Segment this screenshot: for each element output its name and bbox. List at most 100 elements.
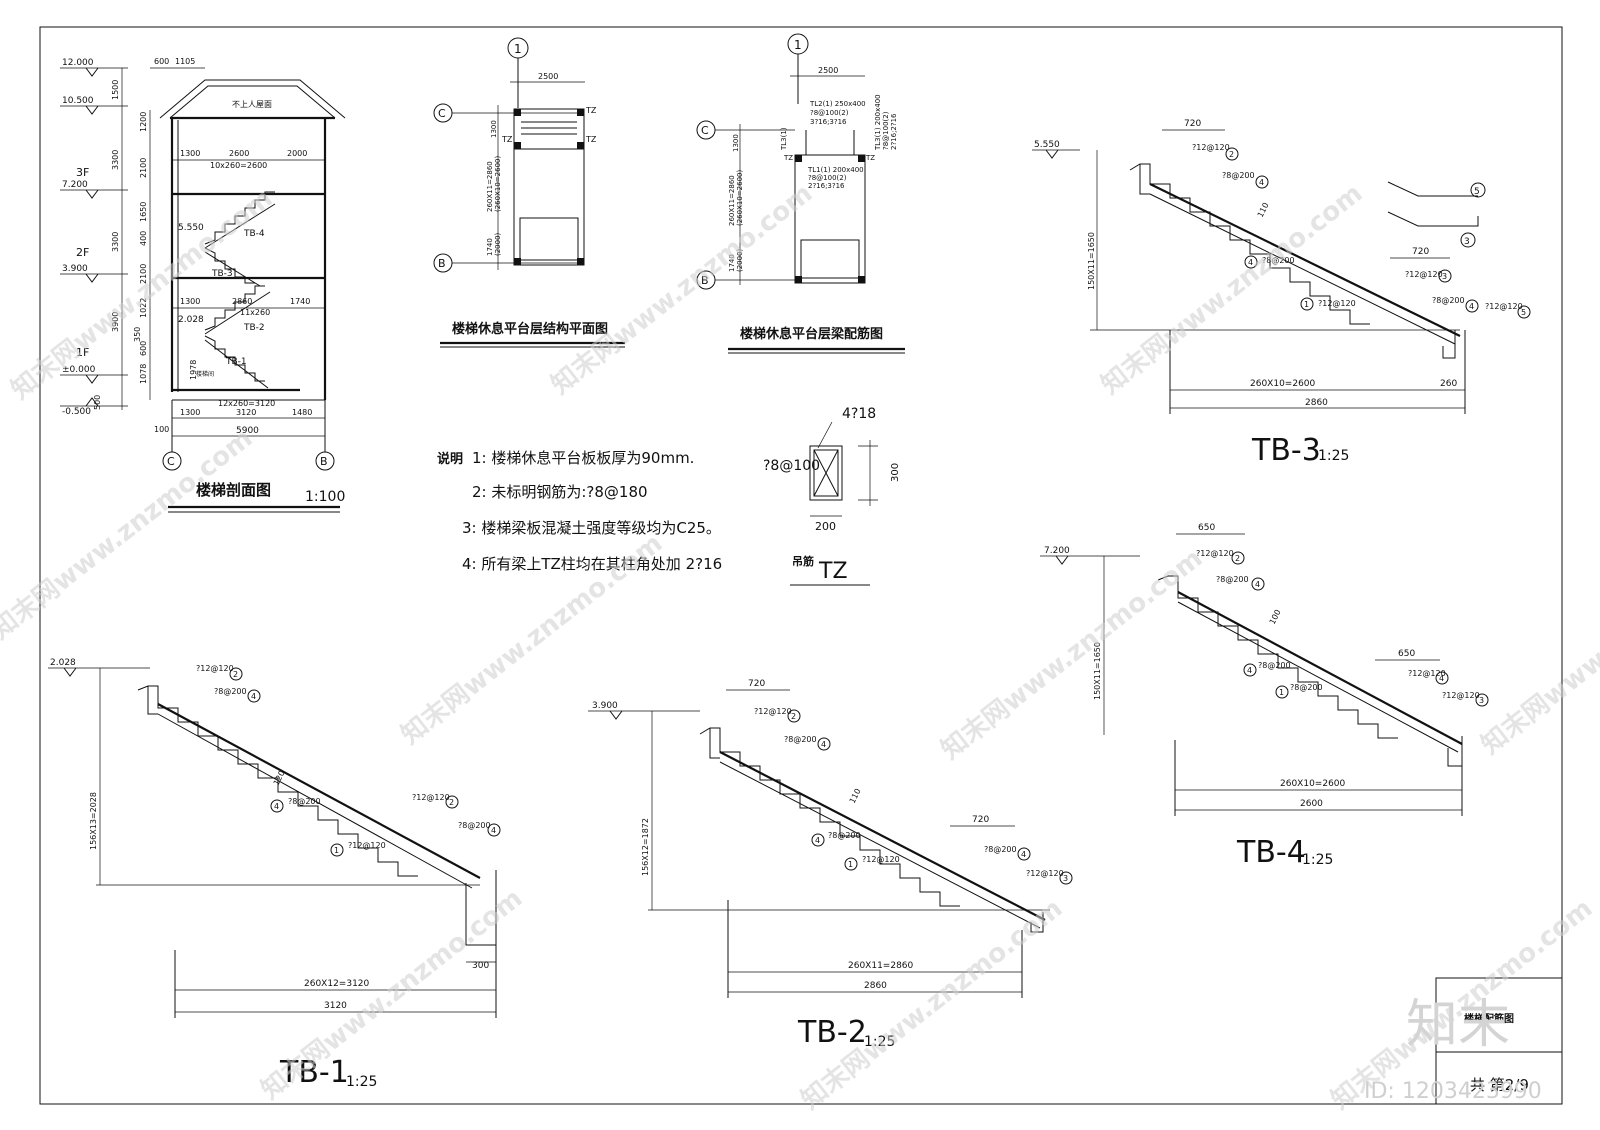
svg-text:3: 3 (1063, 874, 1068, 883)
svg-text:1300: 1300 (180, 149, 200, 158)
tb3-total: 2860 (1305, 398, 1328, 408)
svg-text:?8@200: ?8@200 (1222, 171, 1255, 180)
tb1-total: 3120 (324, 1001, 347, 1011)
inner-dim-1978: 1978 (189, 360, 198, 380)
tb3-top-dim: 720 (1184, 119, 1201, 129)
tb3-level: 5.550 (1034, 140, 1060, 150)
tz-top-rebar: 4?18 (842, 406, 876, 422)
tl2-line1: TL2(1) 250x400 (809, 100, 866, 108)
plan2-axis-b: B (701, 274, 709, 287)
svg-text:(260X10=2600): (260X10=2600) (494, 156, 502, 212)
svg-text:4: 4 (1255, 580, 1260, 589)
floor-1f: 1F (76, 346, 89, 359)
tb3-thick: 110 (1256, 201, 1271, 219)
svg-text:260X11=2860: 260X11=2860 (486, 161, 494, 212)
level-2028: 2.028 (178, 315, 204, 325)
tb2-height: 156X12=1872 (641, 818, 650, 876)
tl3-left: TL3(1) (780, 127, 788, 151)
note-3: 3: 楼梯梁板混凝土强度等级均为C25。 (462, 519, 721, 537)
svg-text:4: 4 (821, 740, 826, 749)
level-5550: 5.550 (178, 223, 204, 233)
svg-text:1300: 1300 (732, 134, 740, 152)
tb4-span: 260X10=2600 (1280, 779, 1346, 789)
svg-text:?12@120: ?12@120 (1442, 691, 1480, 700)
svg-text:3300: 3300 (111, 232, 120, 252)
watermark-6: 知末网www.znzmo.com (936, 543, 1208, 765)
tb2-marks: 2 4 4 1 4 3 (787, 709, 1073, 885)
svg-text:12x260=3120: 12x260=3120 (218, 399, 275, 408)
tb4-thick: 100 (1268, 608, 1283, 626)
note-2: 2: 未标明钢筋为:?8@180 (472, 483, 648, 501)
section-scale: 1:100 (305, 489, 345, 505)
ground-label: 楼梯间 (196, 370, 214, 378)
svg-text:2: 2 (1229, 150, 1234, 159)
tb2-top-dim2: 720 (972, 815, 989, 825)
level-7200: 7.200 (62, 180, 88, 190)
svg-text:2100: 2100 (139, 264, 148, 284)
plan1-axis-c: C (438, 107, 446, 120)
svg-text:1200: 1200 (139, 112, 148, 132)
svg-text:?12@120: ?12@120 (1192, 143, 1230, 152)
svg-text:1500: 1500 (111, 80, 120, 100)
tz-detail: 4?18 ?8@100 300 200 吊筋 TZ (763, 406, 901, 586)
svg-text:2: 2 (1235, 554, 1240, 563)
level-10500: 10.500 (62, 96, 94, 106)
tl3-line1: TL3(1) 200x400 (874, 94, 882, 151)
svg-text:2: 2 (791, 712, 796, 721)
svg-text:2: 2 (449, 798, 454, 807)
svg-text:1300: 1300 (490, 120, 498, 138)
tb2-span: 260X11=2860 (848, 961, 914, 971)
svg-text:4: 4 (1469, 302, 1474, 311)
tb3-extra-3: 3 (1464, 237, 1470, 247)
svg-text:4: 4 (274, 802, 279, 811)
plan1-tz-2: TZ (585, 135, 597, 144)
svg-text:2100: 2100 (139, 158, 148, 178)
plan1-width: 2500 (538, 72, 558, 81)
watermark-brand: 知末 (1406, 995, 1510, 1055)
svg-text:500: 500 (93, 395, 102, 410)
svg-text:?12@120: ?12@120 (1405, 270, 1443, 279)
svg-text:?8@200: ?8@200 (828, 831, 861, 840)
note-4: 4: 所有梁上TZ柱均在其柱角处加 2?16 (462, 555, 722, 573)
svg-text:?8@200: ?8@200 (1262, 256, 1295, 265)
section-levels: 12.000 10.500 3F 7.200 2F 3.900 1F ±0.00… (60, 58, 204, 417)
svg-text:3: 3 (1442, 272, 1447, 281)
plan1-axis-1: 1 (514, 42, 522, 56)
plan1-title: 楼梯休息平台层结构平面图 (452, 321, 608, 337)
tb3-top-dim2: 720 (1412, 247, 1429, 257)
svg-text:?12@120: ?12@120 (754, 707, 792, 716)
plan2-title: 楼梯休息平台层梁配筋图 (740, 326, 883, 342)
floor-2f: 2F (76, 246, 89, 259)
svg-text:4: 4 (1247, 666, 1252, 675)
svg-text:(260X10=2600): (260X10=2600) (736, 170, 744, 226)
svg-text:2: 2 (233, 670, 238, 679)
tb2-thick: 110 (848, 787, 863, 805)
drawing-name: 楼梯配筋图 (1464, 1012, 1514, 1025)
stair-section: 12.000 10.500 3F 7.200 2F 3.900 1F ±0.00… (60, 57, 345, 513)
beam-annotations: TL2(1) 250x400 ?8@100(2) 3?16;3?16 TL3(1… (780, 94, 898, 190)
notes: 说明 1: 楼梯休息平台板板厚为90mm. 2: 未标明钢筋为:?8@180 3… (437, 449, 722, 573)
plan2-tz-1: TZ (783, 154, 793, 162)
notes-heading: 说明 (437, 451, 463, 467)
svg-text:?12@120: ?12@120 (196, 664, 234, 673)
tb2-title: TB-2 (797, 1015, 867, 1050)
tl1-line2: ?8@100(2) (808, 174, 847, 182)
top-dim-1105: 1105 (175, 57, 195, 66)
svg-text:?12@120: ?12@120 (1196, 549, 1234, 558)
watermark-9: 知末网www.znzmo.com (796, 893, 1068, 1115)
svg-text:260X11=2860: 260X11=2860 (728, 175, 736, 226)
plan1-tz-1: TZ (585, 106, 597, 115)
level-12000: 12.000 (62, 58, 94, 68)
floor-3f: 3F (76, 166, 89, 179)
tz-width: 200 (815, 520, 836, 533)
svg-text:?12@120: ?12@120 (348, 841, 386, 850)
svg-text:1: 1 (1279, 688, 1284, 697)
tb1-span: 260X12=3120 (304, 979, 370, 989)
svg-text:?8@200: ?8@200 (288, 797, 321, 806)
svg-text:4: 4 (815, 836, 820, 845)
svg-text:3900: 3900 (111, 312, 120, 332)
svg-text:3120: 3120 (236, 408, 256, 417)
flight-tb3: TB-3 (211, 269, 233, 279)
tb3-marks: 2 4 4 3 1 4 5 (1225, 147, 1531, 319)
svg-text:?12@120: ?12@120 (1408, 669, 1446, 678)
